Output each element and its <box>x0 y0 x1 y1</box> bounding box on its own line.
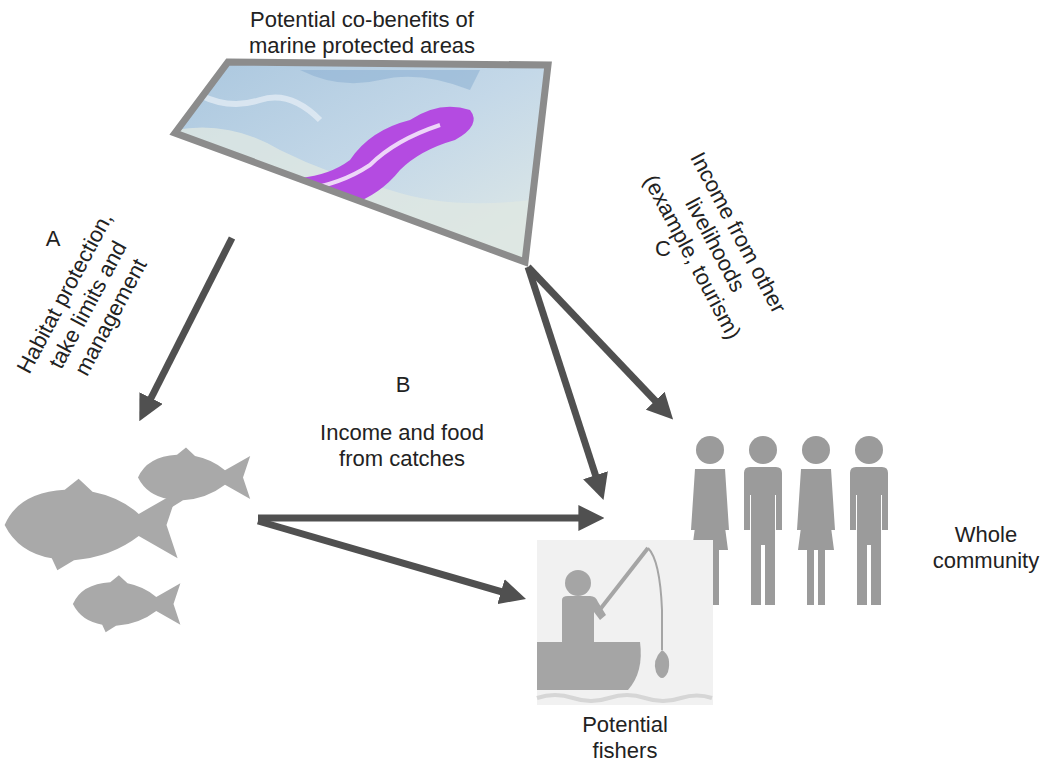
label-holder: B <box>388 372 418 398</box>
people-icons <box>691 436 888 605</box>
text-holder: Potential co-benefits of marine protecte… <box>217 7 507 59</box>
arrow-label: Habitat protection, take limits and mana… <box>7 198 170 411</box>
text-holder: Potential fishers <box>565 712 685 764</box>
title-text: Potential co-benefits of marine protecte… <box>217 7 507 59</box>
label-holder: Habitat protection, take limits and mana… <box>7 198 170 411</box>
arrow-connector <box>528 267 666 412</box>
node-label: Potential fishers <box>565 712 685 764</box>
callout-letter: B <box>388 372 418 398</box>
label-holder: A <box>38 226 68 252</box>
fisher-icon <box>537 540 713 705</box>
node-label: Whole community <box>930 522 1042 574</box>
arrows <box>144 238 594 596</box>
arrow-label: Income and food from catches <box>302 420 502 472</box>
text-holder: Whole community <box>930 522 1042 574</box>
connectors <box>528 267 666 490</box>
fishers-node: Potential fishers <box>530 490 720 768</box>
map-node: Potential co-benefits of marine protecte… <box>170 5 555 267</box>
label-holder: Income and food from catches <box>302 420 502 472</box>
fish-silhouettes <box>5 448 251 633</box>
community-node: Whole community <box>650 412 1048 612</box>
callout-letter: A <box>38 226 68 252</box>
